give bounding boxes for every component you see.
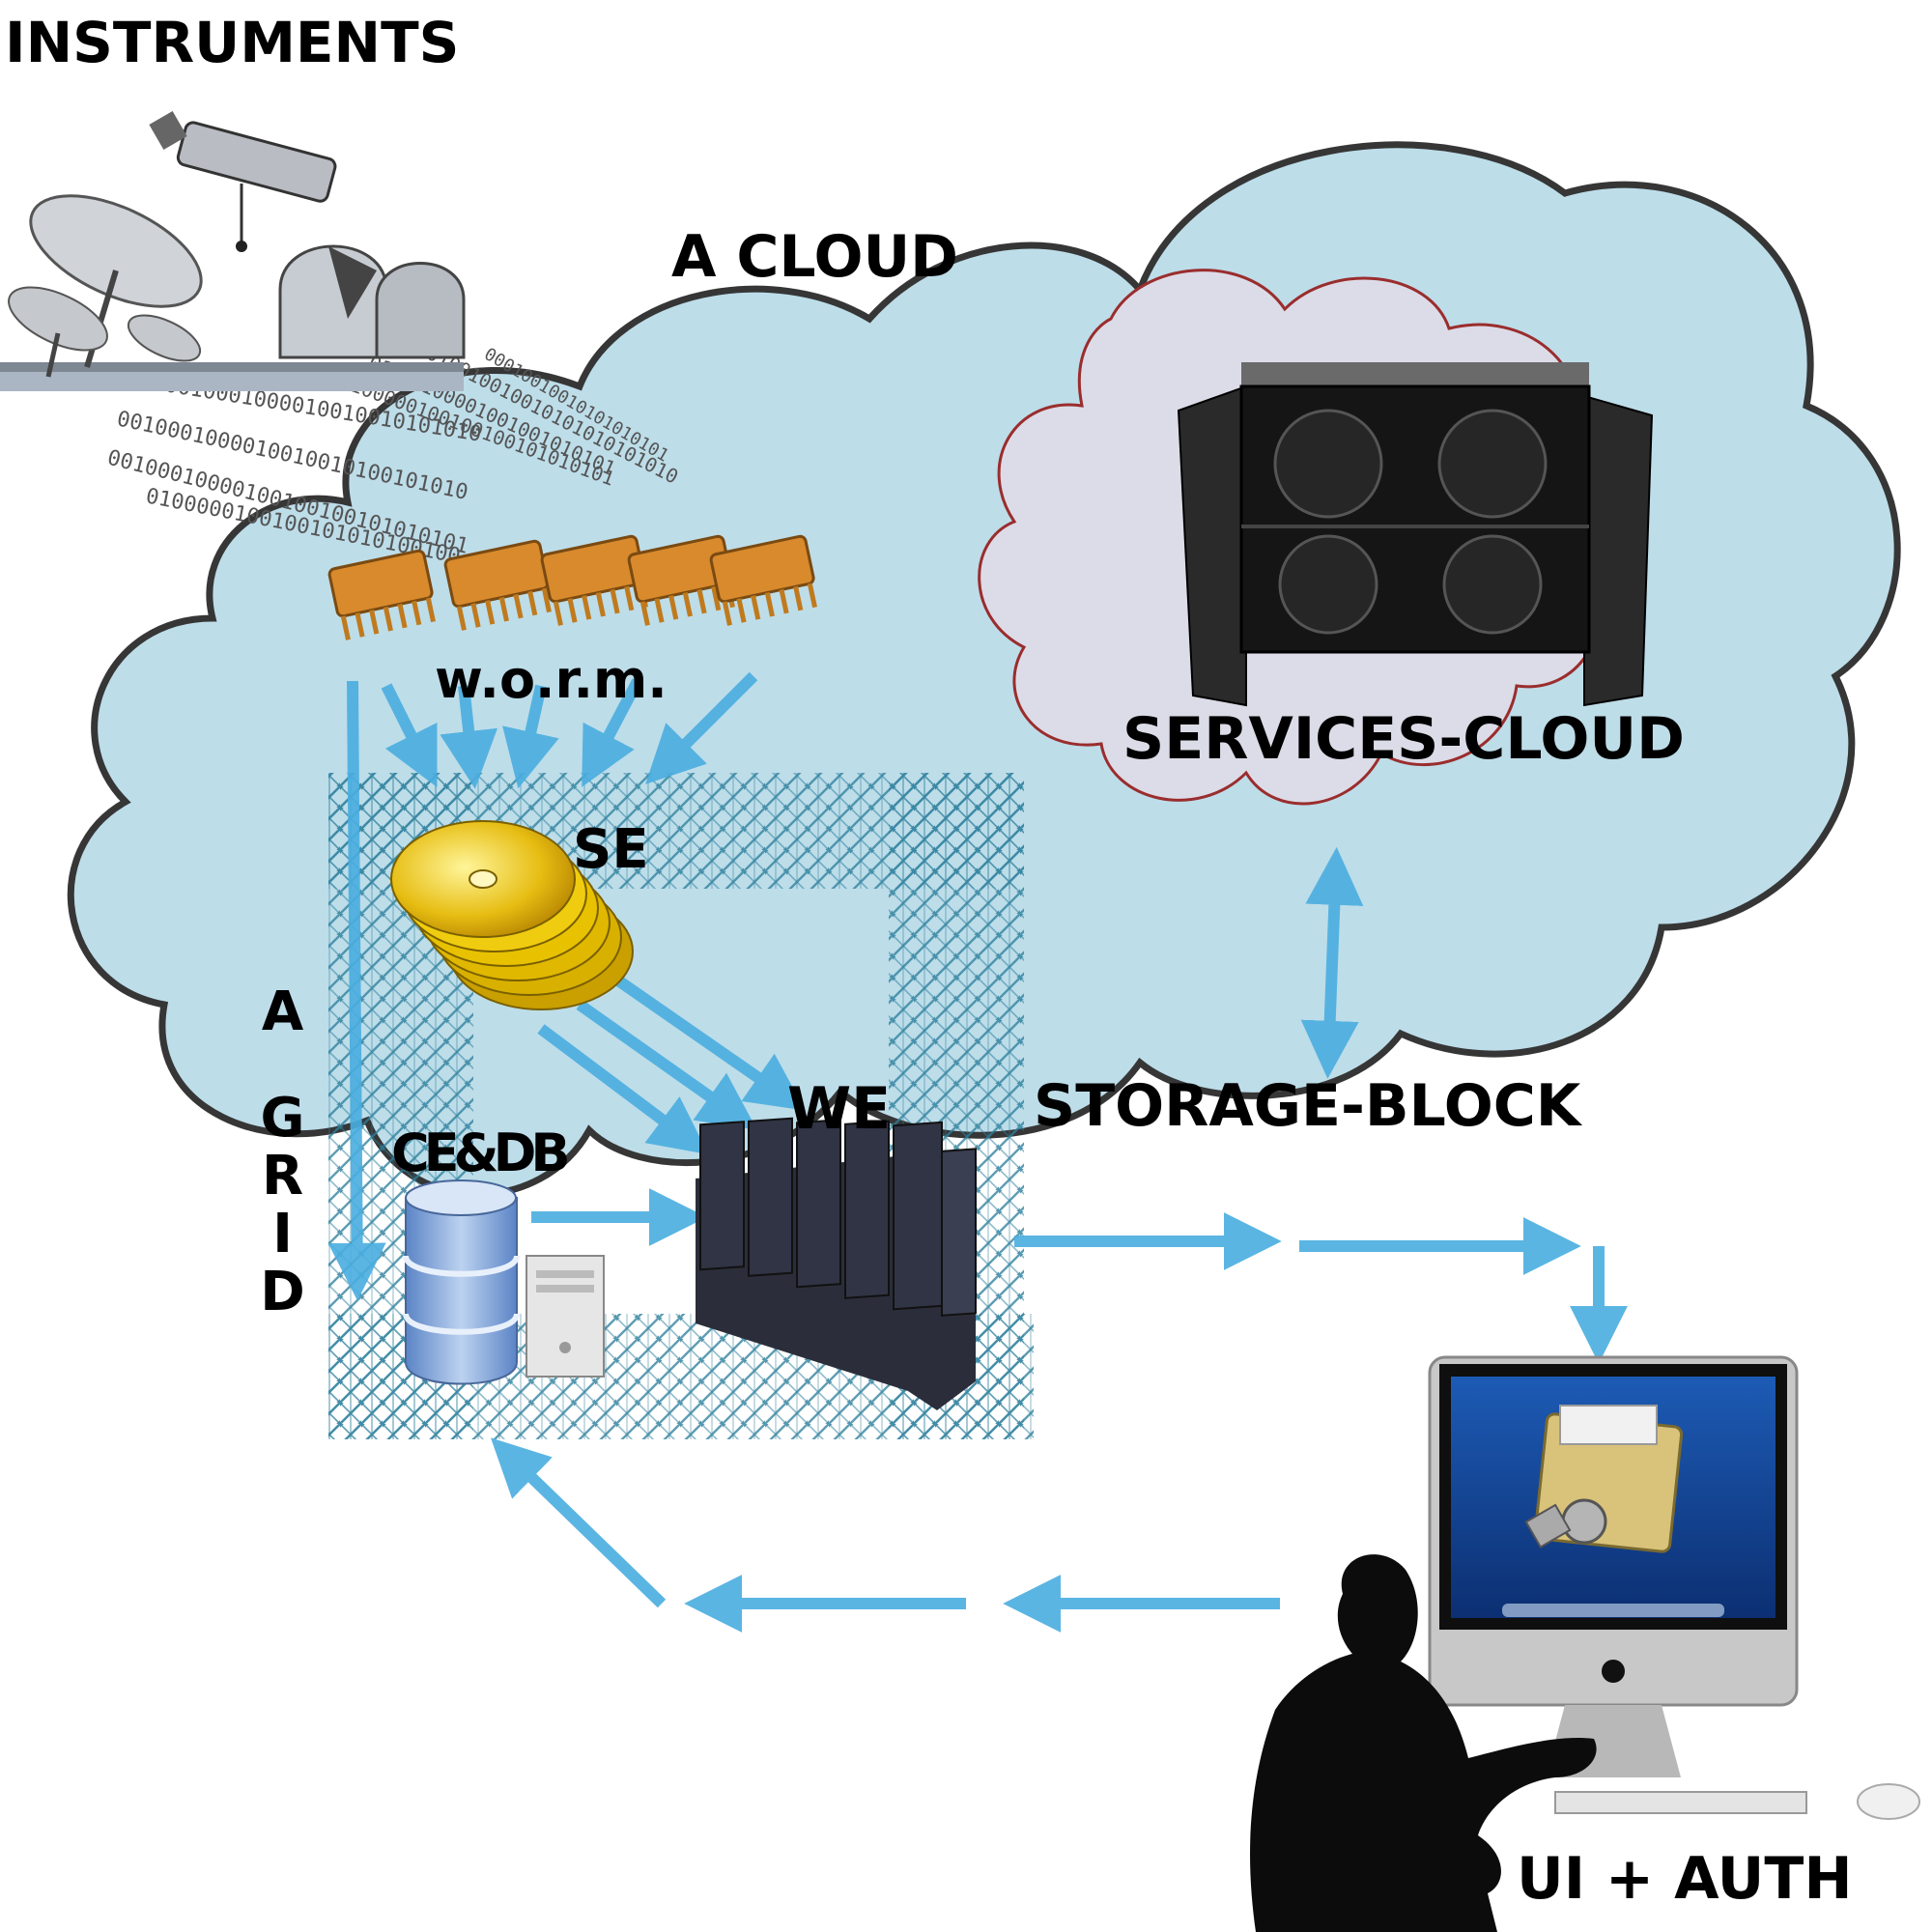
a-grid-label: A G R I D <box>256 985 309 1323</box>
se-label: SE <box>573 818 649 881</box>
a-grid-letter: D <box>260 1261 305 1323</box>
server-rack-cluster-icon <box>696 1117 977 1410</box>
arrow-worm-to-se-3 <box>502 684 559 789</box>
flow-arrows <box>327 671 1628 1633</box>
storage-block-label: STORAGE-BLOCK <box>1034 1072 1581 1140</box>
a-grid-letter: G <box>260 1087 305 1150</box>
we-label: WE <box>787 1075 892 1143</box>
radio-dish-icon <box>8 194 203 378</box>
arrow-se-to-we-2 <box>576 1000 757 1130</box>
locked-folder-icon <box>1524 1405 1684 1553</box>
database-server-icon <box>403 1179 605 1385</box>
memory-chip-icon <box>327 534 817 640</box>
user-silhouette-icon <box>1250 1554 1597 1932</box>
observatory-dome-icon <box>278 244 466 359</box>
services-cloud-label: SERVICES-CLOUD <box>1122 705 1685 773</box>
a-cloud-label: A CLOUD <box>671 223 958 291</box>
arrow-back-to-ce <box>490 1437 667 1608</box>
instruments-label: INSTRUMENTS <box>5 10 460 75</box>
arrow-se-to-we-1 <box>537 1024 709 1155</box>
ui-auth-label: UI + AUTH <box>1517 1845 1853 1913</box>
instruments-group <box>0 111 466 391</box>
space-telescope-icon <box>149 111 337 252</box>
server-cabinet-icon <box>1177 362 1654 707</box>
a-grid-letter: A <box>261 980 304 1043</box>
arrow-worm-down-left <box>327 680 386 1301</box>
worm-label: w.o.r.m. <box>435 649 668 710</box>
a-grid-letter: R <box>261 1145 304 1208</box>
arrow-worm-to-se-2 <box>440 685 498 789</box>
ce-db-label: CE&DB <box>391 1122 571 1183</box>
arrow-services-storage <box>1300 846 1364 1079</box>
arrow-worm-to-se-5 <box>645 671 758 784</box>
a-grid-letter: I <box>272 1203 293 1265</box>
optical-disk-stack-icon <box>390 820 634 1010</box>
arrow-se-to-we-3 <box>614 976 806 1111</box>
arrow-worm-to-se-4 <box>582 678 643 787</box>
arrow-worm-to-se-1 <box>381 683 438 788</box>
